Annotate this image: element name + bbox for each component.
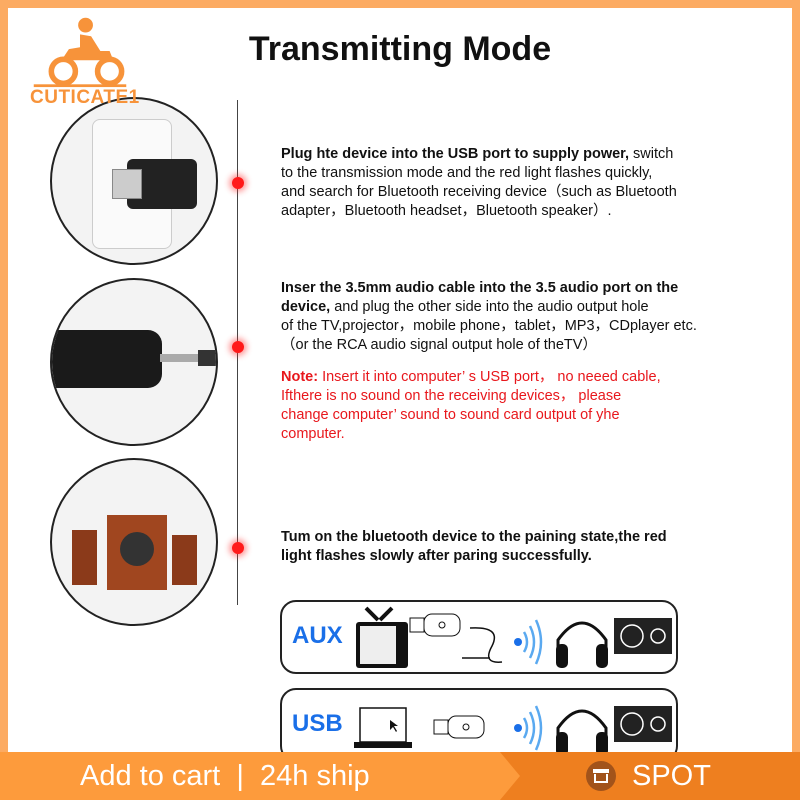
- laptop-icon: [354, 707, 412, 748]
- motorcycle-logo-icon: [33, 17, 127, 88]
- usb-plug-photo: [50, 97, 218, 265]
- step-3-text: Tum on the bluetooth device to the paini…: [281, 529, 667, 564]
- spot-label: SPOT: [632, 760, 711, 792]
- tv-icon: [356, 606, 408, 668]
- aux-label: AUX: [292, 622, 343, 649]
- bluetooth-dongle-icon: [433, 715, 485, 739]
- usb-label: USB: [292, 710, 343, 737]
- step-2-text: Inser the 3.5mm audio cable into the 3.5…: [281, 280, 697, 353]
- headphones-icon: [556, 621, 608, 668]
- speakers-photo: [50, 458, 218, 626]
- usb-connection-icons: [354, 705, 672, 756]
- promo-banner: Add to cart | 24h ship SPOT: [0, 752, 800, 800]
- headphones-icon: [556, 709, 608, 756]
- usb-diagram: USB: [280, 688, 678, 762]
- spot-section: [500, 752, 800, 800]
- brand-logo-text: CUTICATE1: [30, 87, 140, 108]
- speaker-icon: [614, 706, 672, 742]
- status-led-dot: [232, 341, 244, 353]
- status-led-dot: [232, 177, 244, 189]
- audio-cable-photo: [50, 278, 218, 446]
- bluetooth-wave-icon: [514, 705, 543, 751]
- status-led-dot: [232, 542, 244, 554]
- speaker-icon: [614, 618, 672, 654]
- step-1-text: Plug hte device into the USB port to sup…: [281, 146, 677, 219]
- aux-diagram: AUX: [280, 600, 678, 674]
- store-icon: [586, 761, 616, 791]
- bluetooth-dongle-icon: [409, 613, 461, 637]
- page-title: Transmitting Mode: [248, 30, 552, 68]
- bluetooth-wave-icon: [514, 619, 543, 665]
- add-to-cart-button[interactable]: Add to cart | 24h ship: [80, 760, 370, 792]
- audio-cable-icon: [462, 627, 503, 663]
- note-text: Note: Insert it into computer’ s USB por…: [281, 369, 661, 442]
- aux-connection-icons: [356, 606, 672, 668]
